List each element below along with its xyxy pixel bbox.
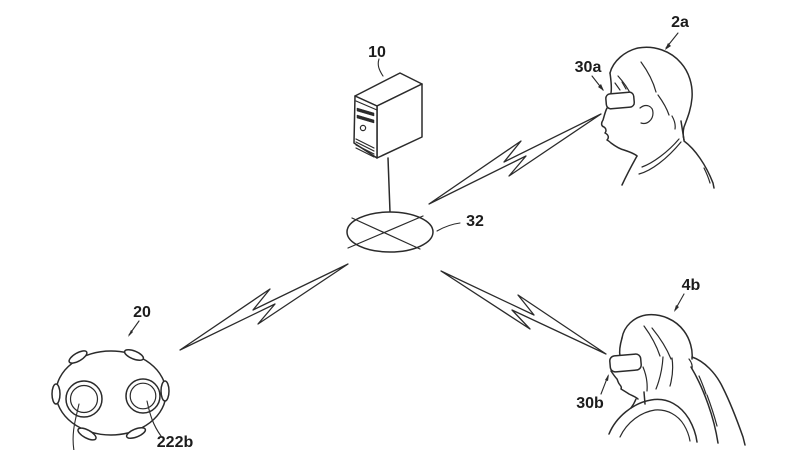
lightning-bolt-network-to-person-a — [428, 113, 602, 205]
camera-side-lens — [68, 350, 88, 364]
person-a-hair-strand — [657, 94, 670, 116]
server-bezel-line — [355, 100, 378, 111]
wireless-links — [179, 113, 607, 355]
person-b-hair-strand — [669, 357, 674, 387]
person-b-ponytail-tie — [688, 358, 693, 370]
server-drive-slot — [356, 107, 375, 117]
label-222b-leader — [146, 400, 162, 437]
person-a-hair-strand — [614, 81, 627, 91]
label-32-leader — [436, 222, 461, 232]
person-a-collar-line — [641, 138, 680, 168]
camera-side-lens — [125, 426, 147, 440]
label-camera-lens-b: 222b — [157, 434, 194, 450]
person-b-hairline — [618, 337, 623, 357]
person-b-hair-outline — [621, 313, 693, 360]
camera-side-lens — [160, 380, 170, 402]
label-person-a-arrowhead — [665, 43, 671, 50]
label-camera-arrowhead — [128, 330, 133, 337]
camera-side-lens — [51, 383, 61, 405]
person-b-ponytail-outer — [691, 356, 746, 446]
person-b-hmd — [609, 353, 642, 373]
person-a — [600, 46, 715, 189]
network-ellipse — [346, 211, 434, 253]
person-b — [608, 313, 746, 446]
person-b-ponytail-strand — [706, 394, 718, 427]
person-b-hair-strand — [643, 325, 661, 357]
reference-labels: 10 32 2a 30a 4b 30b 20 222b — [128, 14, 701, 450]
person-b-hair-strand — [651, 327, 672, 360]
label-hmd-a: 30a — [575, 59, 602, 76]
network-cross-icon — [347, 215, 424, 250]
label-hmd-b: 30b — [576, 395, 604, 412]
camera-lens-a-inner — [69, 384, 99, 414]
person-b-ponytail-inner — [690, 366, 719, 444]
person-b-ponytail-strand — [698, 375, 707, 395]
label-person-a: 2a — [671, 14, 689, 31]
person-a-neck-back — [680, 120, 685, 141]
label-network: 32 — [466, 213, 484, 230]
person-b-hair-strand — [642, 366, 648, 392]
person-a-ear — [639, 104, 654, 125]
person-b-face-profile — [610, 370, 639, 400]
person-a-hairline — [609, 72, 613, 94]
camera-side-lens — [123, 348, 145, 362]
label-server: 10 — [368, 44, 386, 61]
server-tower — [353, 58, 423, 213]
camera-device — [51, 348, 170, 450]
person-a-hair-strand — [671, 115, 676, 130]
person-a-collar-line — [638, 141, 682, 175]
camera-side-lens — [77, 427, 97, 441]
person-b-shoulder-inner — [619, 409, 691, 442]
camera-lens-a-outer — [65, 380, 103, 418]
lightning-bolt-camera-to-network — [179, 263, 349, 351]
camera-lens-a-leader — [72, 403, 80, 450]
lightning-bolt-network-to-person-b — [440, 270, 607, 355]
label-hmd-b-arrowhead — [605, 374, 609, 381]
server-power-button — [359, 124, 367, 132]
server-network-link-line — [387, 157, 391, 213]
label-10-leader — [377, 58, 384, 77]
camera-lens-b-outer — [125, 378, 161, 414]
person-a-shoulder-crease — [703, 167, 711, 184]
person-a-shoulder — [683, 140, 715, 189]
label-person-b-arrowhead — [674, 305, 679, 312]
person-a-hair-outline — [609, 46, 693, 141]
label-camera: 20 — [133, 304, 151, 321]
label-person-b: 4b — [682, 277, 701, 294]
person-a-face-profile — [600, 107, 638, 157]
camera-lens-b-inner — [129, 382, 157, 410]
network-node — [346, 211, 461, 253]
person-a-hmd — [605, 91, 636, 110]
server-vents — [355, 138, 375, 158]
person-b-hair-strand — [655, 356, 664, 390]
person-a-hair-strand — [640, 61, 657, 93]
server-drive-slot — [356, 114, 375, 124]
person-b-shoulder-outer — [608, 398, 698, 443]
label-hmd-a-arrowhead — [598, 84, 604, 91]
person-a-neck-front — [621, 155, 638, 186]
